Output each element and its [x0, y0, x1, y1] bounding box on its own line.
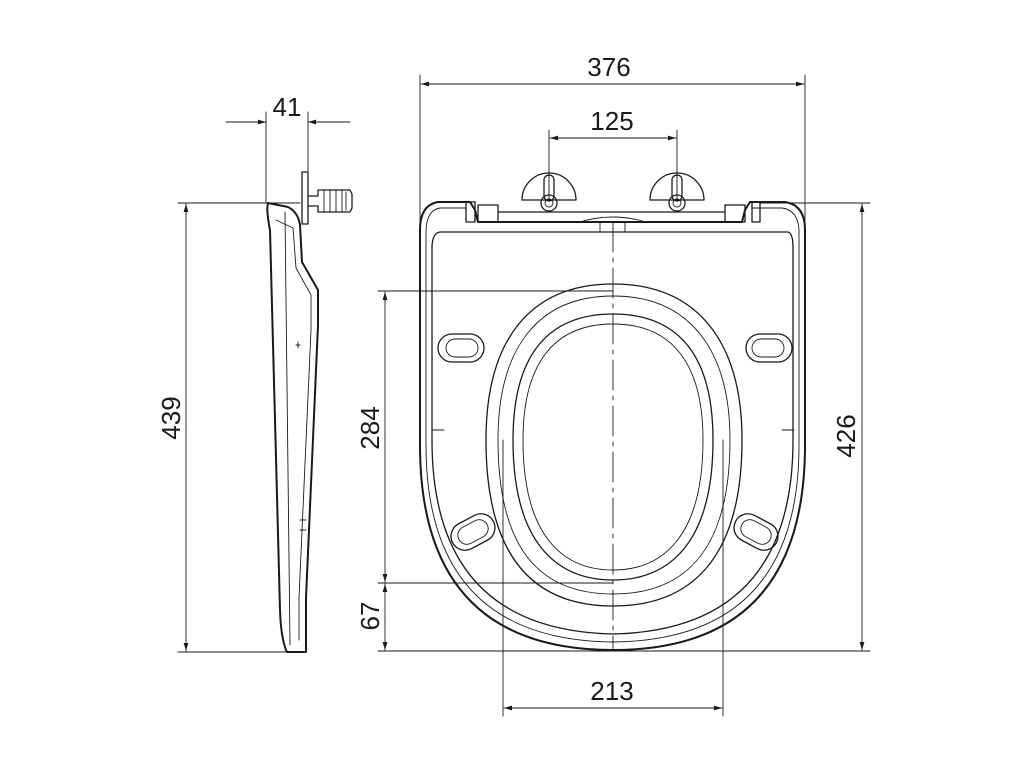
side-view: 41 439: [156, 92, 353, 653]
dim-439: 439: [156, 202, 301, 653]
dim-213: 213: [502, 439, 724, 717]
dim-284: 284: [355, 290, 614, 584]
lid-inner-contour: [431, 231, 794, 635]
seat-outer-contour: [419, 201, 806, 651]
seat-ring-outer: [485, 283, 743, 607]
dim-284-label: 284: [355, 406, 385, 449]
dim-41-label: 41: [273, 92, 302, 122]
hinge-bar: [477, 204, 746, 223]
hinge-fixing-left: [521, 172, 577, 212]
dim-439-label: 439: [156, 396, 186, 439]
hinge-plate: [301, 171, 309, 225]
side-profile-outline: [266, 202, 319, 653]
side-profile-inner: [275, 219, 312, 641]
dim-67-label: 67: [355, 602, 385, 631]
top-view: 376 125 426 284: [355, 52, 871, 717]
hinge-fixing-right: [649, 172, 705, 212]
bumper-top-left: [437, 333, 485, 363]
bumper-bottom-left: [450, 513, 496, 551]
bumper-top-right: [745, 333, 793, 363]
bumper-bottom-right: [733, 513, 779, 551]
dim-376-label: 376: [587, 52, 630, 82]
dim-41: 41: [225, 92, 351, 204]
seat-outer-contour-inner: [425, 207, 800, 643]
dim-426-label: 426: [831, 414, 861, 457]
seat-ring-mid: [497, 295, 731, 595]
dim-125-label: 125: [590, 106, 633, 136]
dim-376: 376: [419, 52, 806, 231]
dim-213-label: 213: [590, 676, 633, 706]
dim-125: 125: [548, 106, 678, 201]
dim-426: 426: [612, 202, 871, 652]
hinge-screw: [307, 189, 353, 213]
dim-67: 67: [355, 583, 614, 652]
